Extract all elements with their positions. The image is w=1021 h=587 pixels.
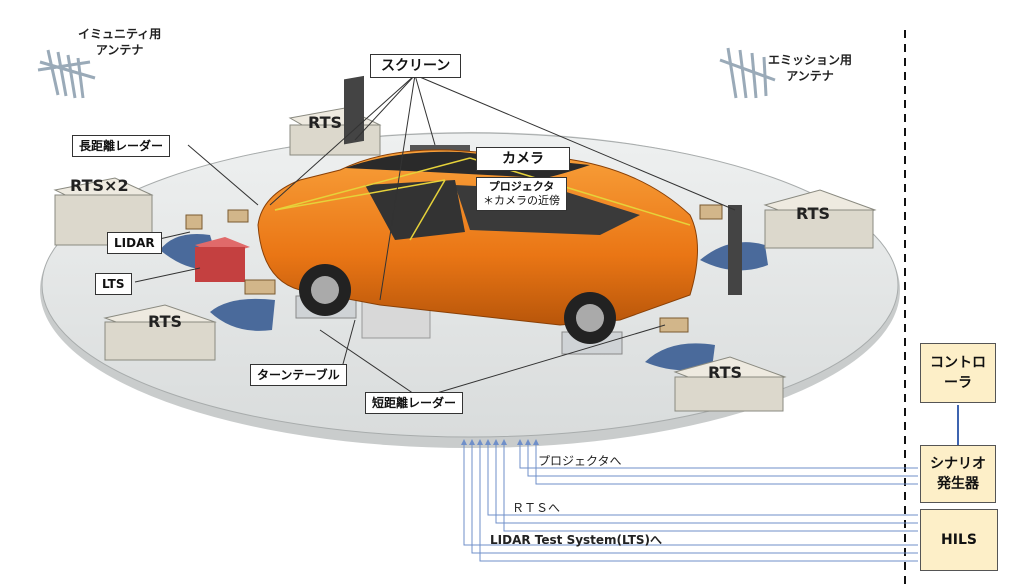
radar-unit xyxy=(244,279,276,295)
immunity-antenna-icon xyxy=(37,49,96,99)
screen-callout: スクリーン xyxy=(370,54,462,78)
turntable-callout: ターンテーブル xyxy=(250,364,347,386)
radar-unit xyxy=(185,214,203,230)
scenario-generator-box: シナリオ発生器 xyxy=(920,445,996,503)
projector-callout: プロジェクタ ＊カメラの近傍 xyxy=(476,177,567,211)
rts-label: RTS xyxy=(708,363,743,382)
camera-callout: カメラ xyxy=(476,147,570,171)
absorber-pad xyxy=(210,298,275,331)
rts-label: RTS×2 xyxy=(70,176,129,195)
rts-stack xyxy=(763,189,877,249)
rts-label: RTS xyxy=(148,312,183,331)
radar-unit xyxy=(699,204,723,220)
rts-stack xyxy=(53,177,154,246)
screen-panel xyxy=(728,205,742,295)
radar-unit xyxy=(227,209,249,223)
absorber-pad xyxy=(645,343,715,371)
rts-stack xyxy=(673,356,787,412)
long-range-radar-callout: 長距離レーダー xyxy=(72,135,171,157)
rts-label: RTS xyxy=(308,113,343,132)
short-range-radar-callout: 短距離レーダー xyxy=(365,392,464,414)
to-rts-label: ＲＴＳへ xyxy=(512,501,561,515)
controller-box: コントローラ xyxy=(920,343,996,403)
lidar-callout: LIDAR xyxy=(107,232,162,254)
lts-unit xyxy=(195,237,250,282)
screen-panel xyxy=(344,75,364,145)
rts-label: RTS xyxy=(796,204,831,223)
emission-antenna-icon xyxy=(719,47,776,99)
immunity-antenna-label: イミュニティ用 アンテナ xyxy=(78,27,162,57)
radar-unit xyxy=(659,317,689,333)
to-lts-label: LIDAR Test System(LTS)へ xyxy=(490,533,663,547)
hils-box: HILS xyxy=(920,509,998,571)
to-projector-label: プロジェクタへ xyxy=(538,454,622,468)
lts-callout: LTS xyxy=(95,273,132,295)
rts-stack xyxy=(103,304,217,361)
emission-antenna-label: エミッション用 アンテナ xyxy=(768,53,853,83)
